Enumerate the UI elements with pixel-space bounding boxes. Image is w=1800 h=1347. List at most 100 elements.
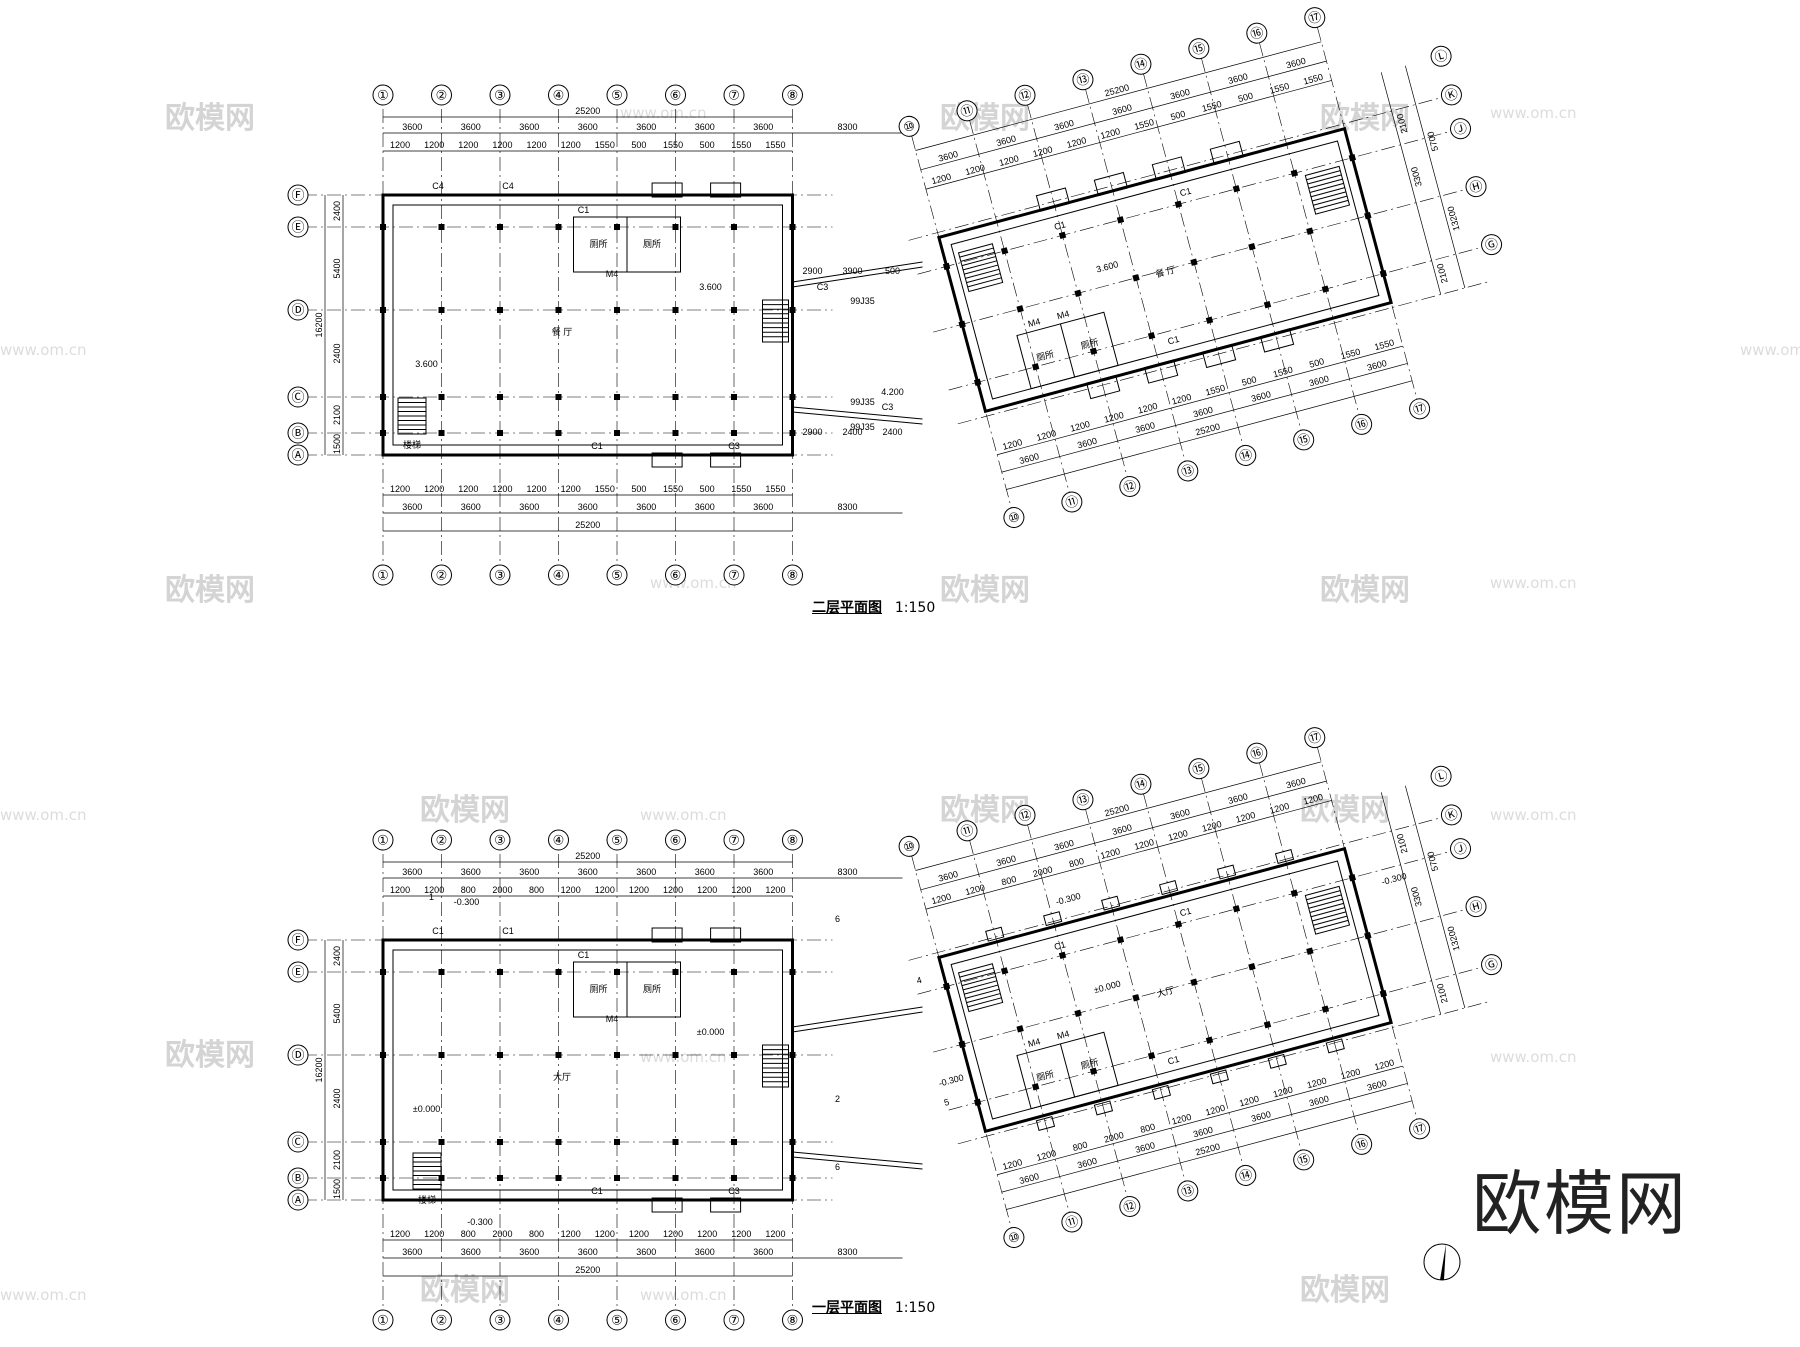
grid-label: ⑤ [611,88,623,103]
structural-column [1016,305,1024,313]
structural-column [1232,905,1241,913]
dim-row-spacing: 2400 [332,343,342,363]
structural-column [1306,227,1314,235]
window-label: C1 [578,950,590,960]
dim-bay: 3600 [1111,822,1133,837]
dim-sub-span: 1200 [731,1229,751,1239]
stair-tread [1309,182,1344,193]
grid-label: Ⓒ [291,1135,304,1150]
dim-bay: 3600 [519,867,539,877]
grid-bubble [723,829,745,851]
grid-label: ⑭ [1238,446,1254,464]
door-label: M4 [606,1014,619,1024]
first-floor-title: 一层平面图 1:150 [812,1300,936,1316]
window-label: C4 [502,181,514,191]
grid-bubble [489,564,511,586]
dim-sub-span: 1200 [1235,810,1257,825]
grid-label: ⑬ [1075,791,1091,809]
stair-tread [1313,195,1348,206]
grid-label: ② [436,1313,448,1328]
grid-bubble [1061,1211,1083,1233]
grid-bubble [548,829,569,851]
grid-label: ② [436,568,448,583]
stair-tread [1308,178,1343,189]
interior-wall [392,204,783,446]
grid-label: ⑩ [1006,1229,1021,1247]
dim-sub-span: 1550 [663,484,683,494]
grid-bubble [1072,69,1094,91]
grid-bubble [431,84,452,106]
structural-column [942,982,951,991]
dim-sub-span: 1200 [561,1229,581,1239]
grid-bubble [1449,838,1471,860]
column-base [1035,1115,1056,1131]
watermark-url: www.om.cn [640,1048,727,1066]
dim-sub-span: 1200 [1066,135,1088,150]
grid-bubble [606,564,628,586]
grid-label: ⑫ [1017,86,1033,104]
dim-sub-span: 1200 [1171,392,1193,407]
dim-sub-span: 800 [529,1229,544,1239]
watermark-brand: 欧模网 [420,793,510,828]
stair-tread [960,251,995,262]
window-alcove [651,927,683,943]
dim-bay: 3600 [402,122,422,132]
grid-bubble [1235,444,1257,466]
dim-connector: 3900 [842,266,862,276]
dim-sub-span: 1200 [1099,846,1121,861]
structural-column [614,969,620,975]
structural-column [1205,316,1214,324]
stair-tread [1309,902,1344,913]
dim-sub-span: 800 [1068,856,1085,870]
dim-sub-span: 1200 [1133,837,1155,852]
grid-bubble [287,216,309,238]
toilet-partition [1059,1043,1076,1098]
grid-label: ⑦ [728,568,740,583]
stair-tread [967,277,1002,288]
grid-bubble [489,829,511,851]
structural-column [497,969,503,975]
structural-column [380,1139,386,1145]
grid-bubble [548,84,569,106]
grid-label: ⑮ [1295,1151,1311,1169]
dim-bay: 3600 [578,122,598,132]
grid-bubble [1409,398,1431,420]
grid-label: ⑬ [1075,71,1091,89]
grid-label: ① [377,833,389,848]
grid-label: Ⓖ [1483,236,1499,254]
grid-bubble [782,829,803,851]
grid-label: ⑥ [670,568,682,583]
grid-label: ⑤ [611,1313,623,1328]
window-label: C1 [591,1186,603,1196]
dim-sub-span: 1550 [595,484,615,494]
grid-label: ⑦ [728,833,740,848]
dim-row-spacing: 1500 [332,434,342,454]
column-base [1158,880,1179,896]
dim-sub-span: 1550 [595,140,615,150]
dim-sub-span: 1200 [424,140,444,150]
structural-column [789,969,796,975]
dim-bay: 3600 [1111,102,1133,117]
dim-bay: 3600 [1227,791,1249,806]
grid-bubble [898,115,920,137]
dim-line [1405,785,1466,1009]
dim-sub-span: 1200 [629,885,649,895]
window-alcove [1035,187,1071,212]
stair-tread [964,264,999,275]
dim-sub-span: 1200 [424,484,444,494]
elevation-label: -0.300 [467,1217,493,1227]
structural-column [614,224,620,230]
dim-connector: 2900 [802,266,822,276]
watermark-brand: 欧模网 [420,1273,510,1308]
structural-column [497,1052,503,1058]
dim-sub-span: 1200 [1099,126,1121,141]
door-label: M4 [1027,316,1042,329]
grid-label: ③ [494,1313,506,1328]
structural-column [380,224,386,230]
grid-bubble [1304,7,1326,29]
grid-bubble [1130,773,1152,795]
grid-label: ⑩ [902,118,917,136]
structural-column [672,394,679,400]
grid-label: ⑭ [1238,1166,1254,1184]
stair-tread [1313,915,1348,926]
